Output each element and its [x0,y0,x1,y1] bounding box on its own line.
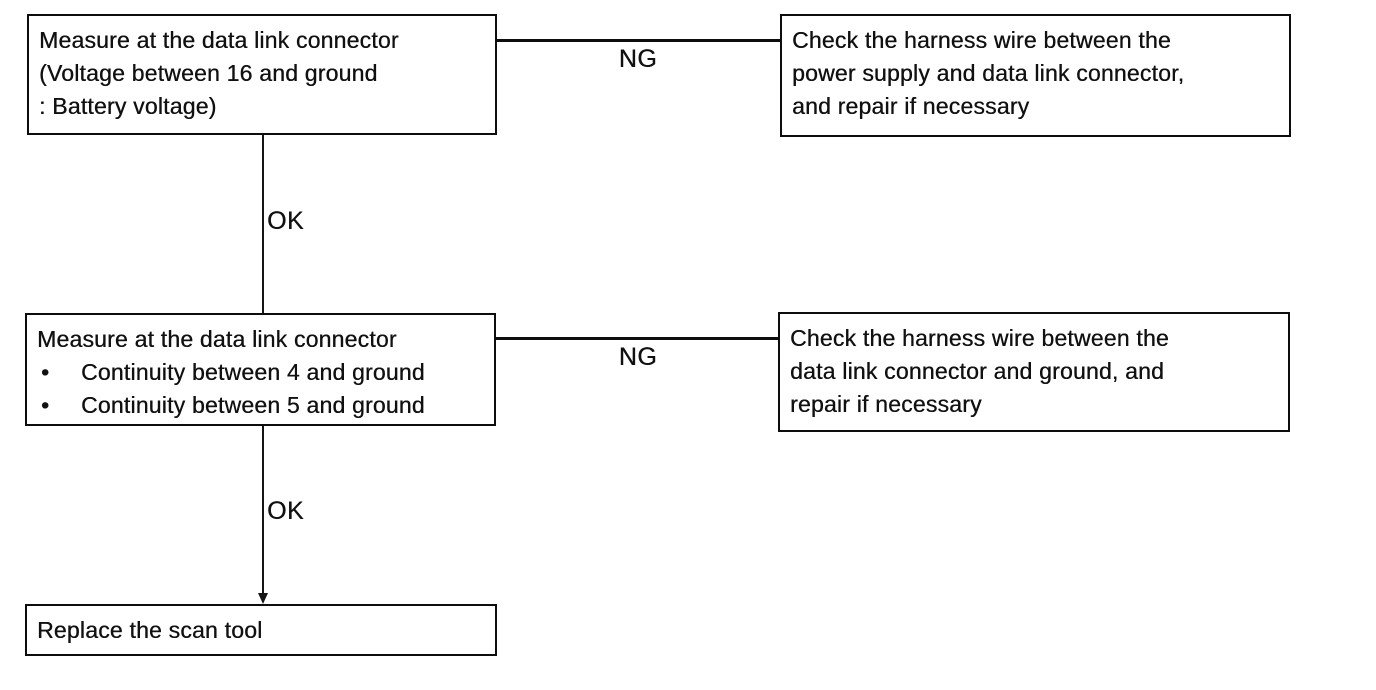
bullet-row: • Continuity between 5 and ground [37,389,484,422]
box-text-line: Check the harness wire between the [792,27,1171,53]
box-text-line: Replace the scan tool [37,617,263,643]
flow-box-measure-continuity: Measure at the data link connector • Con… [25,313,496,426]
box-text-line: : Battery voltage) [39,93,217,119]
label-ok2: OK [267,497,305,525]
label-ng1: NG [618,45,658,73]
connector-ok1-line [262,135,264,313]
bullet-icon: • [41,359,50,385]
box-text-line: Measure at the data link connector [39,27,399,53]
flow-box-replace-scan-tool: Replace the scan tool [25,604,497,656]
arrowhead-down-icon [258,593,268,604]
box-text-line: repair if necessary [790,391,982,417]
label-ng2: NG [618,343,658,371]
label-ok1: OK [267,207,305,235]
box-text-line: Measure at the data link connector [37,326,397,352]
flow-box-check-ground-harness: Check the harness wire between the data … [778,312,1290,432]
connector-ng1-line [497,39,780,42]
bullet-text: Continuity between 5 and ground [81,392,425,418]
box-text-line: (Voltage between 16 and ground [39,60,378,86]
flow-box-check-power-harness: Check the harness wire between the power… [780,14,1291,137]
box-text-line: data link connector and ground, and [790,358,1164,384]
bullet-text: Continuity between 4 and ground [81,359,425,385]
bullet-icon: • [41,392,50,418]
connector-ng2-line [496,337,778,340]
bullet-row: • Continuity between 4 and ground [37,356,484,389]
flow-box-measure-voltage: Measure at the data link connector (Volt… [27,14,497,135]
box-text-line: Check the harness wire between the [790,325,1169,351]
connector-ok2-line [262,426,264,598]
box-text-line: and repair if necessary [792,93,1030,119]
box-text-line: power supply and data link connector, [792,60,1185,86]
